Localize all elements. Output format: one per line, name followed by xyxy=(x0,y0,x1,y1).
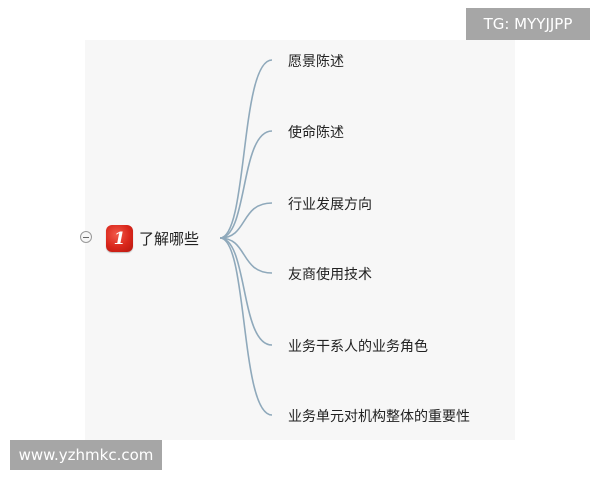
collapse-toggle-icon[interactable] xyxy=(80,231,92,243)
root-topic[interactable]: 1 了解哪些 xyxy=(106,225,199,252)
priority-1-icon: 1 xyxy=(106,225,133,252)
root-topic-label: 了解哪些 xyxy=(139,230,200,248)
branch-topic-business-unit[interactable]: 业务单元对机构整体的重要性 xyxy=(288,409,470,425)
branch-topic-competitor[interactable]: 友商使用技术 xyxy=(288,267,372,283)
website-watermark: www.yzhmkc.com xyxy=(10,440,162,470)
telegram-watermark: TG: MYYJJPP xyxy=(466,8,590,40)
branch-topic-industry[interactable]: 行业发展方向 xyxy=(288,197,372,213)
branch-topic-stakeholder[interactable]: 业务干系人的业务角色 xyxy=(288,339,428,355)
branch-topic-vision[interactable]: 愿景陈述 xyxy=(288,54,344,70)
mindmap-canvas xyxy=(85,40,515,440)
branch-topic-mission[interactable]: 使命陈述 xyxy=(288,125,344,141)
